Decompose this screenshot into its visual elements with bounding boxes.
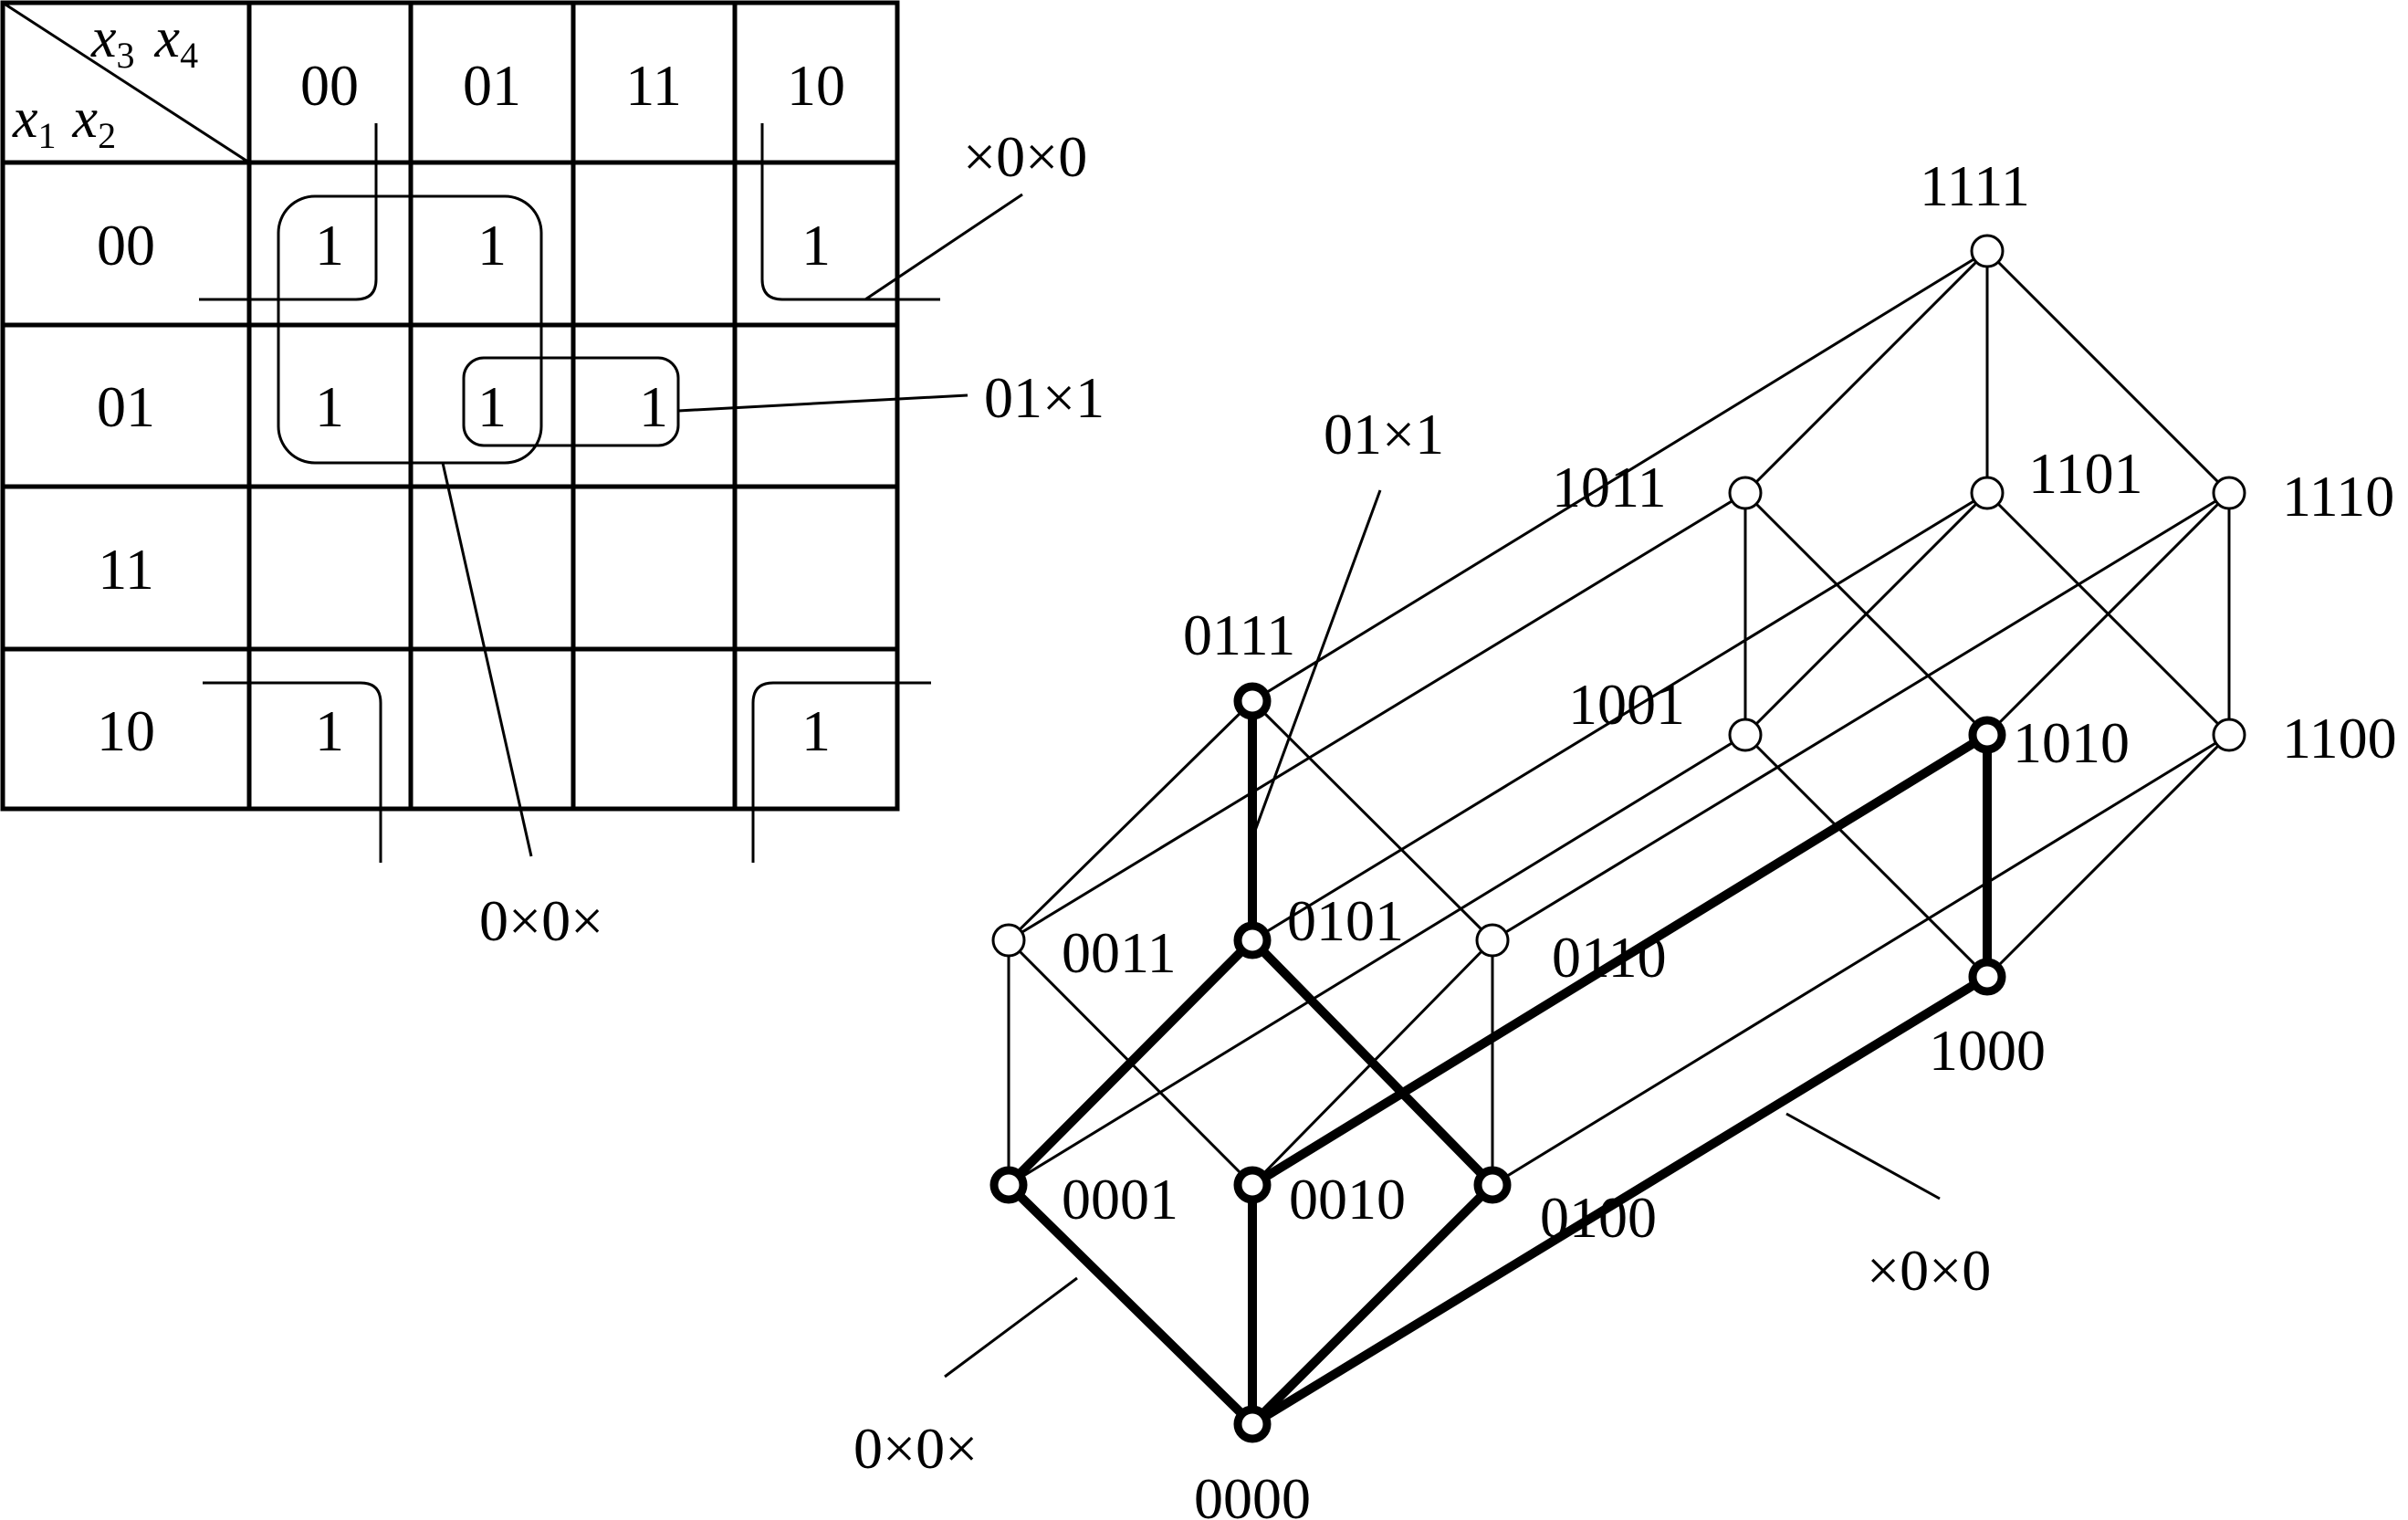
cube-node-1100 <box>2212 718 2246 752</box>
kmap-label-square: 0×0× <box>479 888 603 953</box>
cube-edge-1001-0001 <box>1007 733 1747 1187</box>
cube-edge-0110-0010 <box>1251 938 1494 1187</box>
cube-node-label-1110: 1110 <box>2282 464 2394 529</box>
cube-edge-0101-0001 <box>1004 936 1257 1190</box>
cube-node-0000 <box>1233 1405 1272 1443</box>
kmap-col-header: 00 <box>300 53 359 118</box>
kmap-col-header: 10 <box>787 53 845 118</box>
kmap-cell-one: 1 <box>801 213 831 278</box>
cube-node-1111 <box>1970 234 2005 268</box>
cube-edge-0100-0000 <box>1248 1180 1497 1429</box>
kmap-row-header: 00 <box>97 213 155 278</box>
cube-node-label-1111: 1111 <box>1920 153 2030 218</box>
cube-edge-1111-1011 <box>1743 249 1989 495</box>
cube-edge-1000-0000 <box>1248 972 1992 1429</box>
cube-leader-bottom-right <box>1785 1112 1941 1200</box>
cube-node-1110 <box>2212 476 2246 510</box>
cube-node-label-0011: 0011 <box>1062 920 1177 985</box>
kmap-cell-one: 1 <box>801 698 831 763</box>
kmap-cell-one: 1 <box>477 213 507 278</box>
cube-node-0010 <box>1233 1166 1272 1204</box>
cube-node-0011 <box>991 923 1026 958</box>
cube-node-label-1000: 1000 <box>1929 1018 2046 1083</box>
kmap-group-square <box>277 194 543 465</box>
kmap-group-corner-bottom-left <box>203 681 382 863</box>
cube-edge-1001-1000 <box>1743 733 1989 979</box>
cube-node-label-0100: 0100 <box>1540 1185 1657 1250</box>
boolean-hypercube: 1111 1011 1101 1110 0111 1001 1010 1100 0011 0101… <box>853 153 2397 1520</box>
cube-node-1011 <box>1728 476 1763 510</box>
cube-node-0001 <box>989 1166 1028 1204</box>
kmap-cell-one: 1 <box>315 213 344 278</box>
kmap-cell-one: 1 <box>477 374 507 439</box>
cube-node-label-1001: 1001 <box>1568 672 1685 737</box>
cube-node-label-1101: 1101 <box>2028 441 2143 506</box>
kmap-row-header: 11 <box>98 537 154 602</box>
cube-callout-top: 01×1 <box>1324 402 1444 466</box>
cube-edge-1111-1110 <box>1985 249 2231 495</box>
cube-edge-0001-0000 <box>1004 1180 1257 1429</box>
cube-node-0110 <box>1475 923 1510 958</box>
cube-node-0101 <box>1233 921 1272 959</box>
cube-node-1010 <box>1968 716 2006 754</box>
cube-edge-1010-0010 <box>1248 730 1992 1190</box>
cube-node-0100 <box>1473 1166 1512 1204</box>
cube-node-label-1100: 1100 <box>2282 706 2397 770</box>
cube-node-1001 <box>1728 718 1763 752</box>
kmap-group-pair <box>462 356 680 447</box>
kmap-leader-corners <box>864 193 1023 301</box>
cube-node-label-0110: 0110 <box>1552 925 1667 990</box>
kmap-cell-one: 1 <box>315 374 344 439</box>
kmap-row-header: 10 <box>97 698 155 763</box>
cube-callout-bottom-right: ×0×0 <box>1867 1238 1991 1303</box>
cube-node-0111 <box>1233 682 1272 720</box>
cube-edge-1111-0111 <box>1251 249 1989 703</box>
kmap-corner-diagonal <box>2 1 250 164</box>
kmap-group-corner-top-left <box>199 123 378 301</box>
cube-node-label-0001: 0001 <box>1062 1167 1178 1232</box>
cube-node-label-1010: 1010 <box>2013 710 2130 775</box>
cube-edge-0111-0011 <box>1007 699 1254 942</box>
kmap-leader-pair <box>677 393 968 413</box>
cube-node-label-0111: 0111 <box>1183 603 1295 667</box>
kmap-leader-square <box>441 462 533 857</box>
kmap-label-pair: 01×1 <box>984 365 1105 430</box>
cube-node-1101 <box>1970 476 2005 510</box>
kmap-row-header: 01 <box>97 374 155 439</box>
cube-edge-1101-1001 <box>1743 491 1989 737</box>
cube-edge-0111-0110 <box>1251 699 1494 942</box>
kmap-cell-one: 1 <box>315 698 344 763</box>
cube-node-label-1011: 1011 <box>1552 455 1667 519</box>
cube-edge-1011-0011 <box>1007 491 1747 942</box>
cube-edge-1110-0110 <box>1491 491 2231 942</box>
cube-callout-bottom-left: 0×0× <box>853 1416 978 1481</box>
cube-node-label-0101: 0101 <box>1287 888 1404 953</box>
kmap-group-corner-bottom-right <box>751 681 931 863</box>
cube-edge-1100-1000 <box>1985 733 2231 979</box>
kmap-border <box>0 0 900 812</box>
cube-node-1000 <box>1968 958 2006 996</box>
kmap-cell-one: 1 <box>639 374 668 439</box>
cube-edge-1101-0101 <box>1251 491 1989 942</box>
cube-leader-bottom-left <box>944 1276 1078 1378</box>
cube-edge-1100-0100 <box>1491 733 2231 1187</box>
kmap-col-header: 11 <box>625 53 682 118</box>
cube-node-label-0010: 0010 <box>1289 1167 1406 1232</box>
kmap-label-corners: ×0×0 <box>963 124 1087 189</box>
cube-node-label-0000: 0000 <box>1194 1466 1311 1520</box>
kmap-group-corner-top-right <box>760 123 940 301</box>
kmap-col-header: 01 <box>463 53 521 118</box>
cube-edge-1110-1010 <box>1985 491 2231 737</box>
cube-leader-top <box>1251 489 1382 839</box>
